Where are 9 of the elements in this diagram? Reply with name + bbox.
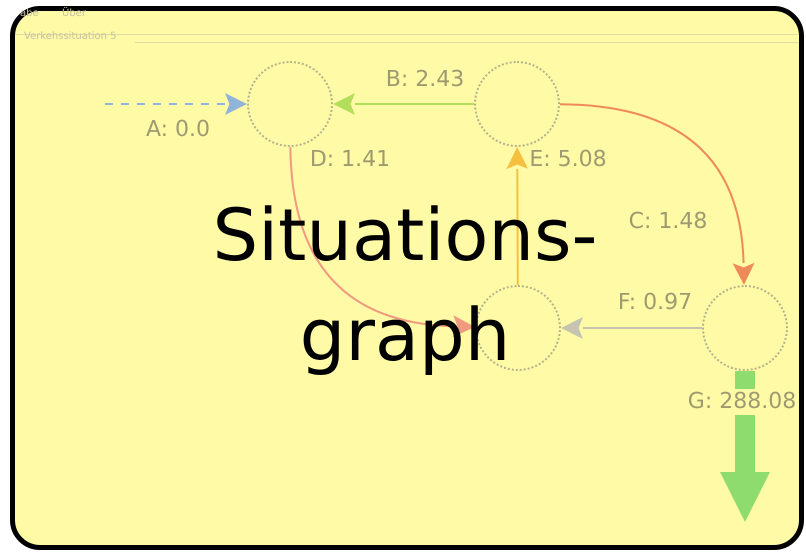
arrow [720,371,770,522]
arrow [561,317,702,339]
arrow [333,93,474,115]
group-title: Verkehssituation 5 [24,31,117,43]
arrow [105,93,247,115]
arrow [560,103,755,285]
title: Situations-graph [211,192,599,379]
menu-item: Über [62,8,86,20]
arrow [506,147,528,285]
